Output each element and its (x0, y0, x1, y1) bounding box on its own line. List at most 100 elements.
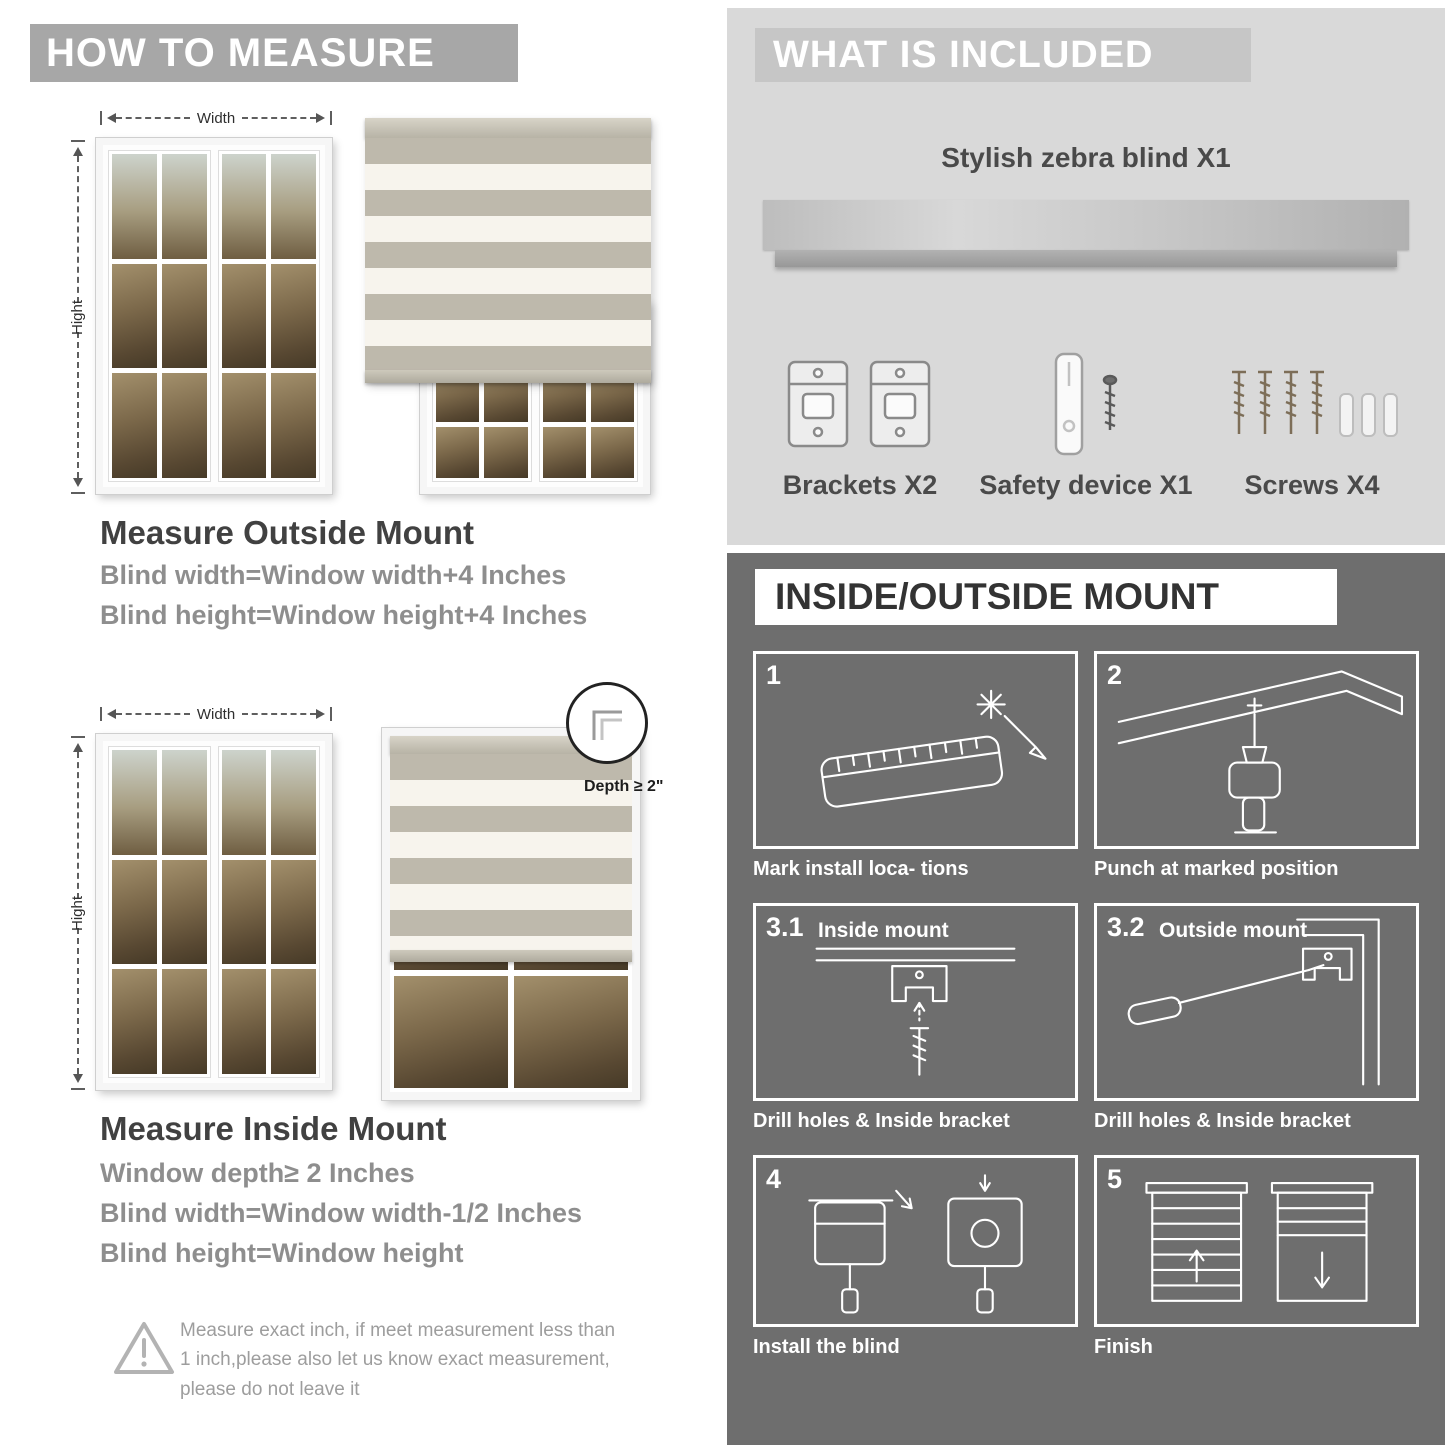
package-items-row: Brackets X2 Safety device X (747, 320, 1425, 501)
step-title: Outside mount (1159, 919, 1308, 942)
window-pane (271, 859, 316, 965)
outside-mount-title: Measure Outside Mount (100, 514, 475, 551)
mount-instructions-section: INSIDE/OUTSIDE MOUNT 1 (727, 553, 1445, 1445)
arrow-down-icon (73, 478, 83, 492)
window-pane (112, 154, 157, 259)
window-pane (161, 969, 207, 1074)
inside-mount-title: Measure Inside Mount (100, 1110, 447, 1147)
inside-bracket-illustration (815, 947, 1016, 1076)
screws-label: Screws X4 (1244, 470, 1380, 500)
window-illustration-outside (96, 138, 332, 494)
step-3-1-panel: 3.1 Inside mount (753, 903, 1078, 1101)
arrow-dash (116, 117, 190, 119)
how-to-measure-section: HOW TO MEASURE Width Hight (0, 0, 722, 1445)
window-pane (221, 263, 267, 369)
arrow-up-icon (73, 738, 83, 752)
screws-icon (1222, 320, 1402, 462)
window-pane (221, 859, 267, 965)
arrow-tick (71, 1088, 85, 1090)
width-arrow: Width (100, 705, 332, 723)
window-pane (221, 154, 267, 259)
height-arrow: Hight (69, 140, 87, 494)
width-label: Width (196, 109, 236, 127)
arrow-tick (330, 707, 332, 721)
package-item-screws: Screws X4 (1199, 320, 1425, 501)
window-pane (271, 263, 316, 369)
step-number: 1 (766, 660, 782, 690)
window-pane (436, 427, 480, 478)
window-pane (161, 373, 207, 478)
arrow-dash (242, 117, 316, 119)
window-pane (271, 373, 316, 478)
arrow-dash (77, 752, 79, 899)
window-pane (161, 154, 207, 259)
window-pane (112, 263, 157, 369)
window-sash (217, 746, 320, 1078)
step-2-panel: 2 (1094, 651, 1419, 849)
step-3-2: 3.2 Outside mount Drill holes & Inside b… (1094, 903, 1419, 1133)
step-5-caption: Finish (1094, 1336, 1153, 1358)
arrow-dash (116, 713, 190, 715)
step-4-caption: Install the blind (753, 1336, 900, 1358)
blind-stripes (365, 138, 651, 370)
zebra-blind-outside (365, 118, 651, 383)
arrow-tick (71, 492, 85, 494)
mount-banner: INSIDE/OUTSIDE MOUNT (755, 569, 1337, 625)
step-1-caption: Mark install loca- tions (753, 858, 969, 880)
outside-mount-line2: Blind height=Window height+4 Inches (100, 600, 588, 630)
depth-magnifier-icon (566, 682, 648, 764)
outside-bracket-illustration (1127, 918, 1380, 1086)
arrow-tick (71, 140, 85, 142)
mount-steps-grid: 1 Ma (753, 651, 1419, 1359)
safety-device-label: Safety device X1 (979, 470, 1193, 500)
height-label: Hight (69, 299, 87, 335)
what-is-included-section: WHAT IS INCLUDED Stylish zebra blind X1 (727, 8, 1445, 545)
window-sash (108, 150, 211, 482)
inside-mount-frame (382, 728, 640, 1100)
step-number: 3.2 (1107, 912, 1145, 942)
window-pane (221, 969, 267, 1074)
height-label: Hight (69, 895, 87, 931)
arrow-dash (242, 713, 316, 715)
width-arrow: Width (100, 109, 332, 127)
blind-headrail (365, 118, 651, 138)
blind-stripes (390, 754, 632, 950)
arrow-up-icon (73, 142, 83, 156)
arrow-dash (77, 331, 79, 478)
depth-label: Depth ≥ 2" (584, 778, 664, 795)
step-1-panel: 1 (753, 651, 1078, 849)
window-pane (271, 969, 316, 1074)
step-3-1: 3.1 Inside mount Drill holes & Inside br… (753, 903, 1078, 1133)
window-pane (221, 373, 267, 478)
how-to-measure-banner: HOW TO MEASURE (30, 24, 518, 82)
arrow-tick (100, 707, 102, 721)
product-label: Stylish zebra blind X1 (941, 142, 1231, 173)
step-2: 2 Punch at marked position (1094, 651, 1419, 881)
headrail-illustration (763, 200, 1409, 250)
window-pane (112, 373, 157, 478)
width-label: Width (196, 705, 236, 723)
step-3-2-caption: Drill holes & Inside bracket (1094, 1110, 1351, 1132)
headrail-valance (775, 250, 1397, 267)
step-3-2-panel: 3.2 Outside mount (1094, 903, 1419, 1101)
arrow-right-icon (316, 113, 330, 123)
arrow-dash (77, 156, 79, 303)
window-pane (484, 427, 528, 478)
window-pane (161, 263, 207, 369)
zebra-blind-inside (390, 736, 632, 962)
window-pane (394, 976, 508, 1088)
step-1: 1 Ma (753, 651, 1078, 881)
step-number: 5 (1107, 1164, 1123, 1194)
install-blind-illustration (808, 1174, 1023, 1314)
window-pane (161, 750, 207, 855)
blind-bottomrail (390, 950, 632, 962)
arrow-dash (77, 927, 79, 1074)
package-item-brackets: Brackets X2 (747, 320, 973, 501)
window-illustration-inside (96, 734, 332, 1090)
brackets-label: Brackets X2 (782, 470, 938, 500)
warning-icon (114, 1322, 174, 1374)
step-2-caption: Punch at marked position (1094, 858, 1339, 880)
window-pane (221, 750, 267, 855)
step-number: 3.1 (766, 912, 804, 942)
arrow-tick (100, 111, 102, 125)
